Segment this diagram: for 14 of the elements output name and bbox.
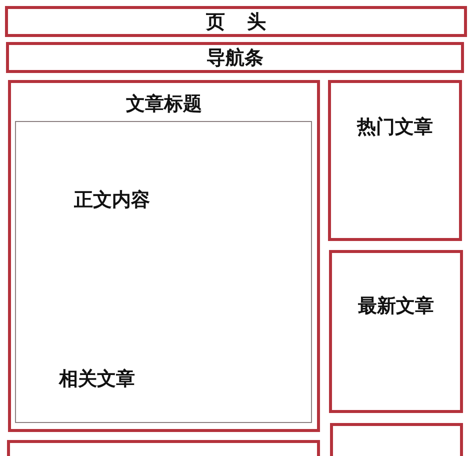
layout-box (8, 80, 320, 432)
body-content-label: 正文内容 (74, 189, 150, 212)
latest-articles-label: 最新文章 (357, 295, 435, 318)
article-title-label: 文章标题 (125, 93, 203, 116)
layout-box (5, 6, 467, 37)
nav-bar-label: 导航条 (206, 47, 264, 70)
page-header-label: 页 头 (204, 11, 267, 34)
related-articles-label: 相关文章 (59, 368, 135, 391)
layout-box (328, 80, 462, 241)
content-panel (15, 121, 312, 423)
popular-articles-label: 热门文章 (356, 116, 434, 139)
layout-box (329, 250, 463, 413)
empty-box (330, 423, 463, 456)
layout-box (6, 42, 464, 73)
